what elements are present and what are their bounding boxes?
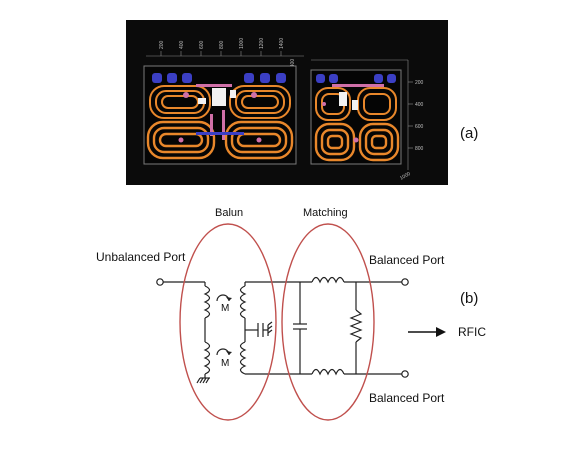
ruler-tick-label: 200 bbox=[415, 80, 424, 86]
pad-group bbox=[152, 73, 286, 83]
balanced-port-bottom-terminal bbox=[401, 370, 409, 378]
mutual-inductance-bottom-label: M bbox=[221, 358, 230, 369]
resistor bbox=[349, 309, 363, 343]
mutual-coupling-arrow bbox=[216, 294, 230, 302]
mutual-coupling-arrow bbox=[216, 348, 230, 356]
ruler-tick-label: 400 bbox=[179, 40, 185, 49]
right-ruler-labels: 200 400 600 800 1000 bbox=[399, 80, 424, 182]
series-inductor-bottom bbox=[311, 368, 345, 376]
arrow-head bbox=[226, 297, 232, 301]
ground-symbol bbox=[267, 321, 273, 336]
ruler-tick-label: 800 bbox=[415, 146, 424, 152]
right-ruler bbox=[311, 59, 413, 170]
arrow-head bbox=[226, 351, 232, 355]
coil-bottom-right bbox=[224, 120, 294, 160]
ground-symbol bbox=[196, 377, 210, 384]
pad-group bbox=[316, 74, 396, 83]
ruler-tick-label: 600 bbox=[415, 124, 424, 130]
ruler-tick-label: 1000 bbox=[399, 171, 412, 182]
balanced-port-top-label: Balanced Port bbox=[369, 253, 445, 267]
rfic-arrow-head bbox=[436, 327, 446, 337]
top-ruler bbox=[146, 51, 304, 57]
top-ruler-labels: 200 400 600 800 1000 1200 1400 1400 bbox=[159, 38, 296, 70]
balun-label: Balun bbox=[215, 207, 244, 219]
primary-inductor-bottom bbox=[203, 341, 211, 375]
ruler-tick-label: 200 bbox=[159, 40, 165, 49]
primary-inductor-top bbox=[203, 285, 211, 319]
rfic-label: RFIC bbox=[458, 325, 486, 339]
coil-bottom-left bbox=[146, 120, 216, 160]
ruler-tick-label: 800 bbox=[219, 40, 225, 49]
mutual-inductance-top-label: M bbox=[221, 303, 230, 314]
matching-components bbox=[322, 84, 384, 143]
panel-a-label: (a) bbox=[460, 125, 479, 142]
secondary-inductor-top bbox=[239, 285, 247, 319]
ruler-tick-label: 400 bbox=[415, 102, 424, 108]
left-board bbox=[143, 65, 297, 165]
coil-top-right bbox=[229, 85, 291, 119]
ruler-tick-label: 1400 bbox=[290, 59, 296, 70]
matching-ellipse bbox=[281, 223, 375, 421]
ruler-tick-label: 1400 bbox=[279, 38, 285, 49]
ruler-tick-label: 1000 bbox=[239, 38, 245, 49]
right-board bbox=[310, 69, 402, 165]
unbalanced-port-label: Unbalanced Port bbox=[96, 250, 186, 264]
secondary-inductor-bottom bbox=[239, 341, 247, 375]
panel-b-label: (b) bbox=[460, 290, 479, 307]
balun-ellipse bbox=[179, 223, 277, 421]
ruler-tick-label: 1200 bbox=[259, 38, 265, 49]
pcb-layout-image: 200 400 600 800 1000 1200 1400 1400 200 … bbox=[126, 20, 448, 185]
ruler-tick-label: 600 bbox=[199, 40, 205, 49]
balanced-port-bottom-label: Balanced Port bbox=[369, 391, 445, 405]
balanced-port-top-terminal bbox=[401, 278, 409, 286]
series-inductor-top bbox=[311, 276, 345, 284]
coil-matching-bottom bbox=[314, 122, 400, 162]
unbalanced-port-terminal bbox=[156, 278, 164, 286]
matching-label: Matching bbox=[303, 207, 348, 219]
center-components bbox=[178, 84, 262, 143]
